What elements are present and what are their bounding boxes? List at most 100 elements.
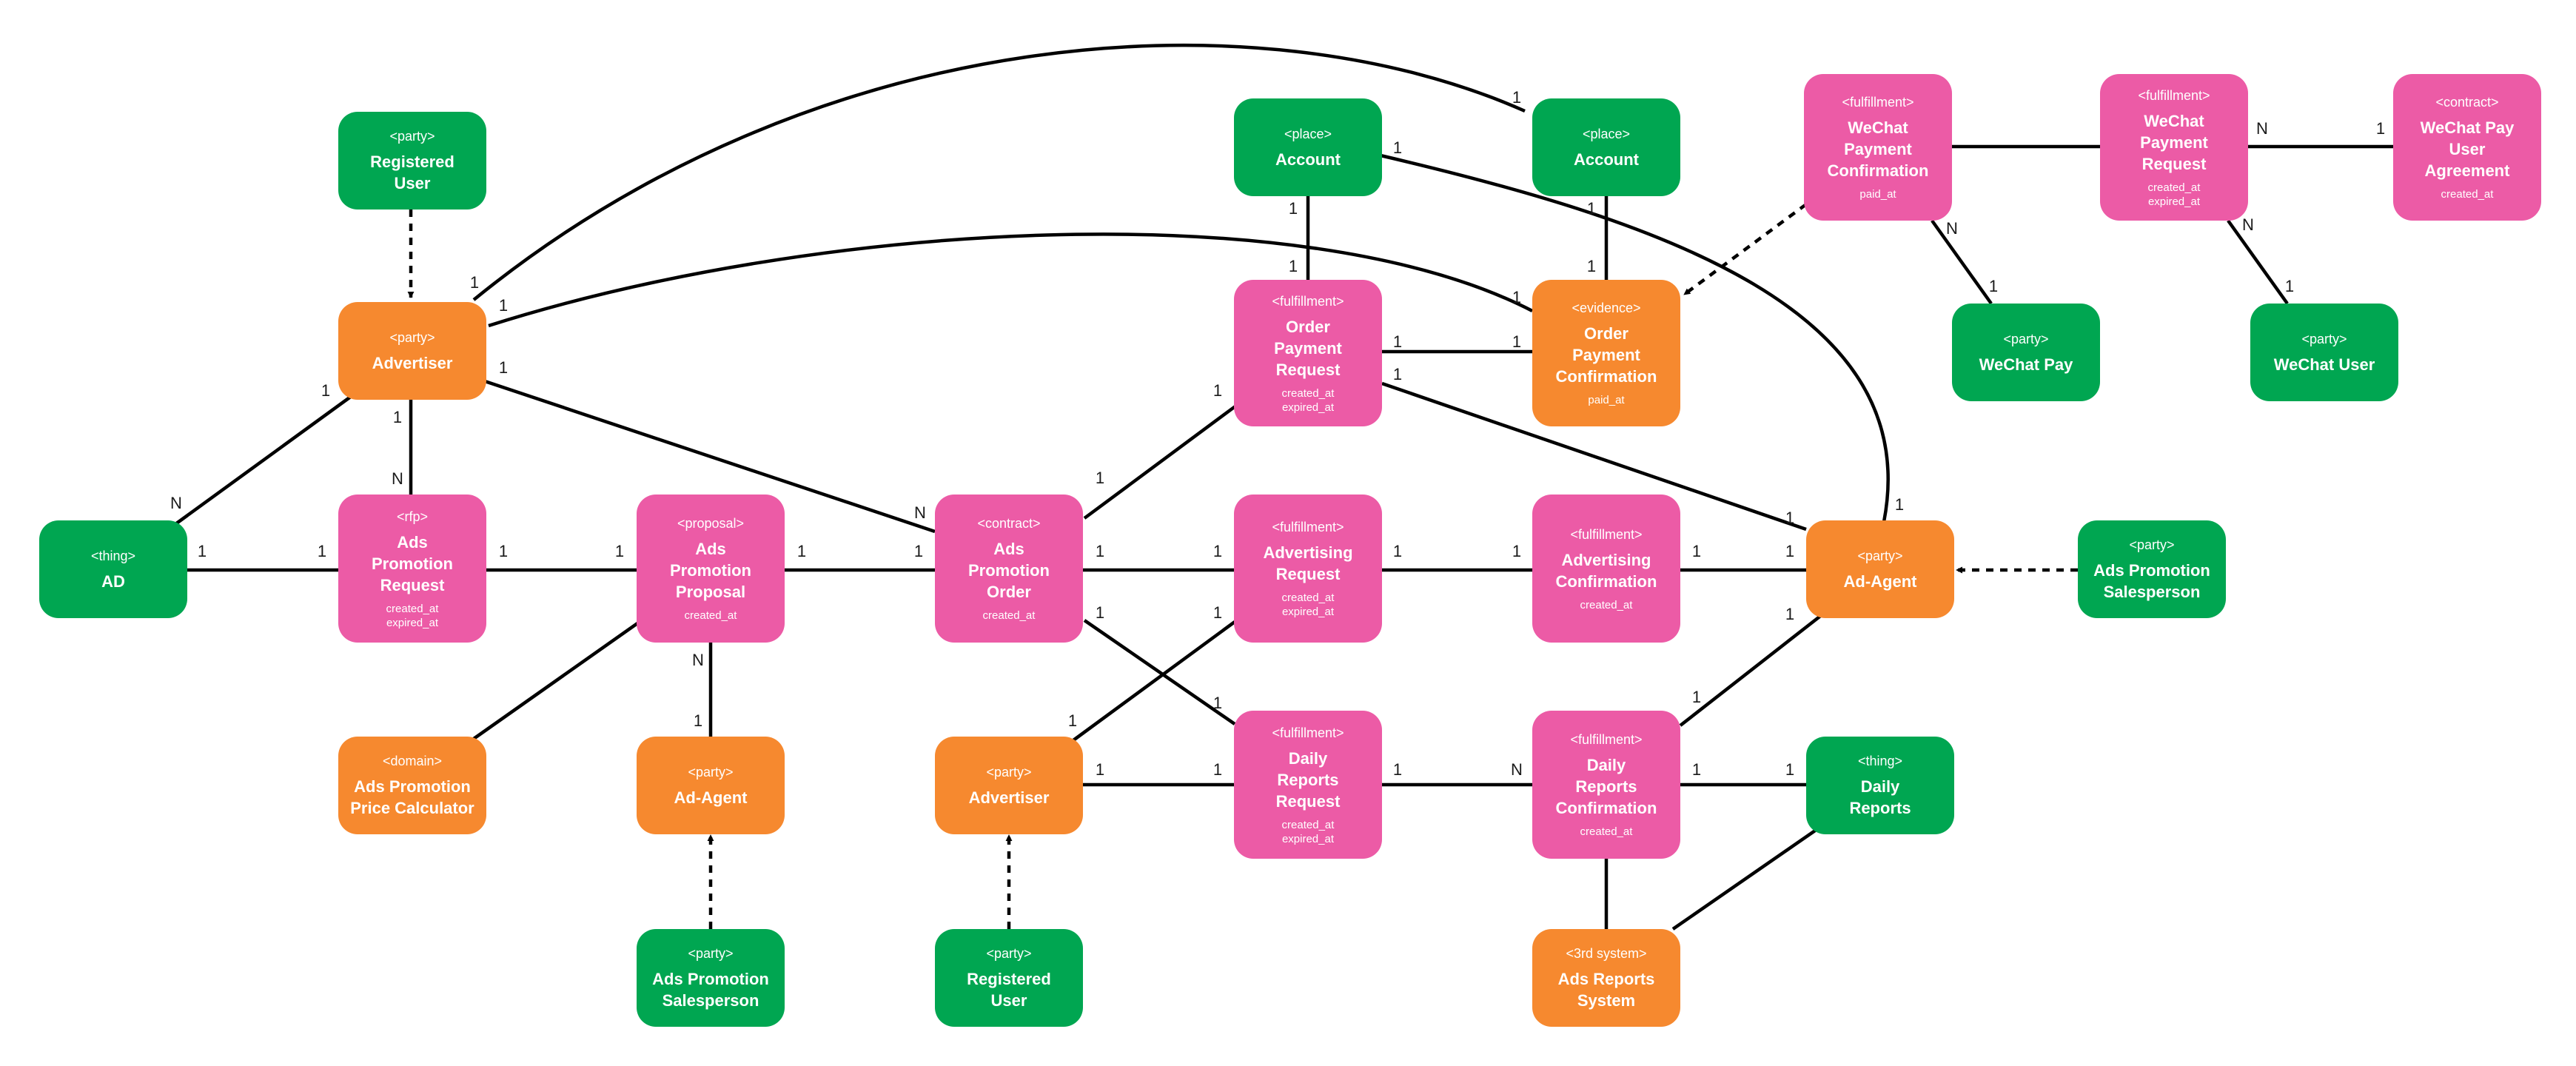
node-title: Advertising Request — [1263, 543, 1353, 583]
multiplicity-label: 1 — [317, 542, 327, 560]
dashed-arrow-wechat-confirmation-order-confirmation — [1683, 203, 1808, 296]
node-title: Ad-Agent — [1843, 571, 1917, 591]
node-ads-promotion-salesperson[interactable]: <party> Ads Promotion Salesperson — [637, 929, 785, 1027]
node-attributes: created_at expired_at — [2147, 181, 2201, 208]
node-title: Account — [1574, 150, 1639, 169]
node-ad-agent[interactable]: <party> Ad-Agent — [1806, 520, 1954, 618]
node-registered-user[interactable]: <party> Registered User — [338, 112, 486, 209]
multiplicity-label: 1 — [197, 542, 207, 560]
node-account[interactable]: <place> Account — [1234, 98, 1382, 196]
edge-advertiser-account-right — [472, 44, 1526, 301]
node-order-payment-confirmation[interactable]: <evidence> Order Payment Confirmation pa… — [1532, 280, 1680, 426]
node-stereotype: <party> — [688, 764, 734, 780]
multiplicity-label: 1 — [1512, 332, 1522, 351]
node-advertising-confirmation[interactable]: <fulfillment> Advertising Confirmation c… — [1532, 495, 1680, 643]
node-ads-promotion-proposal[interactable]: <proposal> Ads Promotion Proposal create… — [637, 495, 785, 643]
node-wechat-payment-confirmation[interactable]: <fulfillment> WeChat Payment Confirmatio… — [1804, 74, 1952, 221]
node-attributes: paid_at — [1859, 188, 1896, 201]
node-attributes: created_at — [982, 609, 1036, 622]
node-stereotype: <fulfillment> — [1272, 520, 1344, 534]
multiplicity-label: 1 — [1691, 542, 1702, 560]
multiplicity-label: 1 — [1212, 381, 1223, 400]
node-ads-promotion-salesperson[interactable]: <party> Ads Promotion Salesperson — [2078, 520, 2226, 618]
node-title: Ads Promotion Request — [372, 532, 453, 594]
node-ads-promotion-request[interactable]: <rfp> Ads Promotion Request created_at e… — [338, 495, 486, 643]
node-title: AD — [101, 571, 125, 591]
edge-wechat-confirmation-wechat-pay — [1931, 219, 1993, 305]
multiplicity-label: N — [692, 651, 704, 669]
node-registered-user[interactable]: <party> Registered User — [935, 929, 1083, 1027]
multiplicity-label: 1 — [1785, 605, 1795, 623]
node-stereotype: <fulfillment> — [1272, 725, 1344, 740]
node-stereotype: <fulfillment> — [1272, 293, 1344, 309]
node-title: Ad-Agent — [674, 788, 748, 807]
node-stereotype: <party> — [688, 946, 734, 961]
node-wechat-pay-user-agreement[interactable]: <contract> WeChat Pay User Agreement cre… — [2393, 74, 2541, 221]
node-stereotype: <party> — [389, 129, 435, 144]
multiplicity-label: 1 — [1095, 469, 1105, 487]
node-attributes: created_at expired_at — [1281, 386, 1335, 414]
node-wechat-payment-request[interactable]: <fulfillment> WeChat Payment Request cre… — [2100, 74, 2248, 221]
multiplicity-label: 1 — [1212, 694, 1223, 712]
node-wechat-pay[interactable]: <party> WeChat Pay — [1952, 304, 2100, 401]
edge-advertiser-order-payment-confirmation — [488, 232, 1534, 328]
edge-order-payment-request-ad-agent — [1381, 381, 1807, 532]
multiplicity-label: 1 — [1095, 603, 1105, 622]
multiplicity-label: N — [914, 503, 926, 522]
node-attributes: created_at — [1580, 598, 1633, 611]
multiplicity-label: 1 — [392, 408, 403, 426]
edge-daily-reports-confirmation-ad-agent — [1679, 613, 1824, 727]
node-title: Registered User — [370, 152, 455, 192]
node-ads-reports-system[interactable]: <3rd system> Ads Reports System — [1532, 929, 1680, 1027]
multiplicity-label: 1 — [1691, 688, 1702, 706]
node-ad[interactable]: <thing> AD — [39, 520, 187, 618]
node-attributes: paid_at — [1588, 394, 1625, 406]
multiplicity-label: 1 — [1586, 199, 1597, 218]
node-advertiser[interactable]: <party> Advertiser — [338, 302, 486, 400]
multiplicity-label: N — [1511, 760, 1523, 779]
node-ads-promotion-order[interactable]: <contract> Ads Promotion Order created_a… — [935, 495, 1083, 643]
node-advertiser[interactable]: <party> Advertiser — [935, 737, 1083, 834]
node-order-payment-request[interactable]: <fulfillment> Order Payment Request crea… — [1234, 280, 1382, 426]
multiplicity-label: 1 — [1691, 760, 1702, 779]
multiplicity-label: 1 — [1392, 760, 1403, 779]
node-attributes: created_at expired_at — [1281, 591, 1335, 618]
node-title: Account — [1275, 150, 1341, 169]
node-title: WeChat Payment Confirmation — [1827, 118, 1929, 180]
node-account[interactable]: <place> Account — [1532, 98, 1680, 196]
node-daily-reports-confirmation[interactable]: <fulfillment> Daily Reports Confirmation… — [1532, 711, 1680, 859]
node-stereotype: <party> — [389, 329, 435, 345]
node-stereotype: <evidence> — [1572, 301, 1641, 315]
multiplicity-label: 1 — [1392, 332, 1403, 351]
node-ads-promotion-price-calculator[interactable]: <domain> Ads Promotion Price Calculator — [338, 737, 486, 834]
node-title: Registered User — [967, 970, 1051, 1010]
multiplicity-label: 1 — [1392, 365, 1403, 383]
multiplicity-label: 1 — [1095, 760, 1105, 779]
multiplicity-label: 1 — [1785, 760, 1795, 779]
multiplicity-label: 1 — [1212, 603, 1223, 622]
node-title: Ads Promotion Salesperson — [652, 970, 769, 1010]
multiplicity-label: 1 — [1212, 542, 1223, 560]
node-ad-agent[interactable]: <party> Ad-Agent — [637, 737, 785, 834]
node-stereotype: <party> — [986, 764, 1032, 780]
multiplicity-label: N — [2256, 119, 2268, 138]
edge-advertiser-order — [484, 379, 936, 534]
node-stereotype: <party> — [986, 946, 1032, 961]
multiplicity-label: 1 — [1512, 542, 1522, 560]
multiplicity-label: 1 — [1894, 495, 1905, 514]
node-daily-reports-request[interactable]: <fulfillment> Daily Reports Request crea… — [1234, 711, 1382, 859]
node-attributes: created_at — [1580, 825, 1633, 838]
node-daily-reports[interactable]: <thing> Daily Reports — [1806, 737, 1954, 834]
node-stereotype: <3rd system> — [1566, 946, 1647, 961]
node-stereotype: <fulfillment> — [1570, 526, 1643, 542]
node-stereotype: <party> — [2003, 331, 2049, 346]
edge-daily-reports-reports-system — [1671, 828, 1819, 931]
node-title: Daily Reports Request — [1275, 748, 1341, 811]
node-wechat-user[interactable]: <party> WeChat User — [2250, 304, 2398, 401]
node-stereotype: <party> — [1857, 548, 1903, 563]
node-stereotype: <fulfillment> — [2138, 87, 2210, 103]
node-stereotype: <contract> — [977, 516, 1041, 531]
node-advertising-request[interactable]: <fulfillment> Advertising Request create… — [1234, 495, 1382, 643]
